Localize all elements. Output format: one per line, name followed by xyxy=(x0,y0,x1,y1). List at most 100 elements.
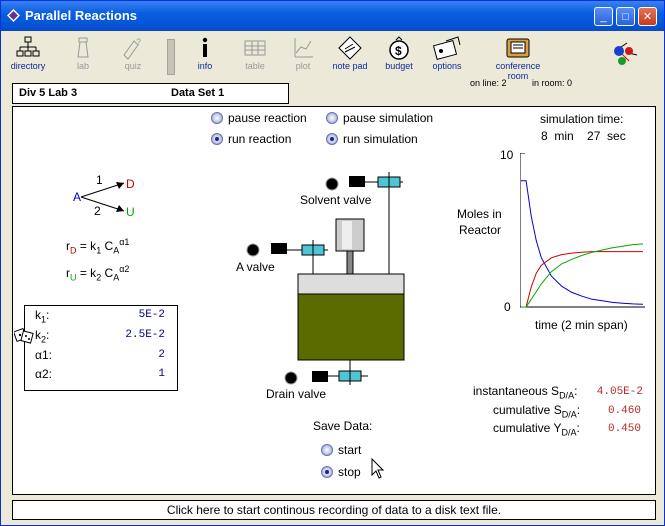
series-line-1 xyxy=(521,180,644,305)
svg-text:?: ? xyxy=(136,37,141,47)
toolbar-info[interactable]: info xyxy=(191,35,219,71)
toolbar-label: quiz xyxy=(124,61,142,71)
product-d: D xyxy=(126,177,135,191)
toolbar-quiz: ? quiz xyxy=(115,35,151,71)
readout-subscript: D/A xyxy=(561,409,577,420)
rate-u-subscript: U xyxy=(70,272,77,283)
toolbar-budget[interactable]: $ budget xyxy=(381,35,417,71)
radio-label: stop xyxy=(338,465,361,479)
maximize-button[interactable]: □ xyxy=(616,7,635,26)
record-data-bar[interactable]: Click here to start continous recording … xyxy=(12,500,656,520)
toolbar-label: conference room xyxy=(495,61,541,81)
conference-room-icon xyxy=(506,38,530,58)
radio-dot xyxy=(321,444,333,456)
conc-subscript: A xyxy=(113,245,120,256)
budget-icon: $ xyxy=(389,36,409,60)
toolbar-directory[interactable]: directory xyxy=(7,35,49,71)
toolbar-label: directory xyxy=(10,61,46,71)
radio-label: pause reaction xyxy=(228,111,307,125)
k2-subscript: 2 xyxy=(96,272,102,283)
radio-label: run simulation xyxy=(343,132,418,146)
k1-subscript: 1 xyxy=(96,245,102,256)
toolbar-label: lab xyxy=(76,61,89,71)
plot-ylabel-line1: Moles in xyxy=(457,207,502,221)
radio-dot xyxy=(326,112,338,124)
radio-label: pause simulation xyxy=(343,111,434,125)
save-data-label: Save Data: xyxy=(313,419,373,433)
reaction-scheme-arrows xyxy=(80,182,125,212)
simulation-time-value: 8 min 27 sec xyxy=(541,129,626,143)
param-label: α2 xyxy=(35,367,49,381)
online-count: on line: 2 xyxy=(470,78,507,88)
quiz-icon: ? xyxy=(123,37,141,60)
rate-d-subscript: D xyxy=(70,245,77,256)
toolbar-label: budget xyxy=(385,61,413,71)
minimize-button[interactable]: _ xyxy=(594,7,613,26)
radio-label: start xyxy=(338,443,362,457)
mouse-cursor-icon xyxy=(371,458,385,479)
param-subscript: 1 xyxy=(41,314,47,325)
param-suffix: : xyxy=(48,348,52,362)
product-u: U xyxy=(126,205,135,219)
alpha2-value: 1 xyxy=(158,368,165,380)
param-label: k xyxy=(35,328,41,342)
plot-ymin-label: 0 xyxy=(504,300,511,314)
plot-ylabel-line2: Reactor xyxy=(459,223,502,237)
plot-ymax-label: 10 xyxy=(500,148,514,162)
simulation-panel: pause reaction run reaction pause simula… xyxy=(12,106,656,495)
radio-label: run reaction xyxy=(228,132,292,146)
readout-label: cumulative S xyxy=(493,403,562,417)
table-icon xyxy=(244,40,266,56)
instantaneous-selectivity-label: instantaneous SD/A: xyxy=(473,384,578,401)
param-suffix: : xyxy=(46,328,50,342)
radio-dot xyxy=(211,112,223,124)
svg-text:$: $ xyxy=(395,44,402,58)
toolbar-table: table xyxy=(237,35,273,71)
reactant-a: A xyxy=(73,190,82,204)
drain-valve-label[interactable]: Drain valve xyxy=(266,387,327,401)
info-icon xyxy=(202,37,208,57)
alpha2-exponent: α2 xyxy=(119,264,130,274)
title-bar[interactable]: Parallel Reactions _ □ ✕ xyxy=(1,1,664,31)
options-icon xyxy=(432,36,461,60)
simulation-time-label: simulation time: xyxy=(540,112,624,126)
path-2-label: 2 xyxy=(94,204,101,218)
param-label: α1 xyxy=(35,348,49,362)
plot-icon xyxy=(294,38,313,58)
toolbar-label: options xyxy=(432,61,462,71)
toolbar: directory lab ? quiz info table xyxy=(1,31,664,81)
toolbar-options[interactable]: options xyxy=(427,35,467,71)
parameters-box: k1: k2: α1: α2: 5E-2 2.5E-2 2 1 xyxy=(24,305,178,391)
param-subscript: 2 xyxy=(41,334,47,345)
rate-equation-u: rU = k2 CAα2 xyxy=(66,264,130,283)
conc-subscript: A xyxy=(113,272,120,283)
lab-icon xyxy=(77,37,89,58)
param-suffix: : xyxy=(48,367,52,381)
toolbar-separator xyxy=(167,39,175,75)
alpha2-label: α2: xyxy=(35,367,52,381)
toolbar-notepad[interactable]: note pad xyxy=(329,35,371,71)
toolbar-plot: plot xyxy=(287,35,319,71)
readout-label: instantaneous S xyxy=(473,384,560,398)
readout-subscript: D/A xyxy=(561,427,577,438)
toolbar-label: info xyxy=(197,61,213,71)
a-valve-label[interactable]: A valve xyxy=(236,260,275,274)
series-line-3 xyxy=(521,243,644,308)
toolbar-lab: lab xyxy=(65,35,101,71)
toolbar-conference-room[interactable]: conference room xyxy=(487,35,549,81)
close-button[interactable]: ✕ xyxy=(638,7,657,26)
molecule-logo-icon xyxy=(614,42,638,65)
radio-dot-selected xyxy=(326,133,338,145)
readout-subscript: D/A xyxy=(559,390,575,401)
alpha1-value: 2 xyxy=(158,349,165,361)
app-icon xyxy=(7,9,20,22)
param-suffix: : xyxy=(46,308,50,322)
instantaneous-selectivity-value: 4.05E-2 xyxy=(596,386,643,398)
plot-xlabel: time (2 min span) xyxy=(535,318,628,332)
dice-icon[interactable] xyxy=(14,328,34,344)
data-set-name: Data Set 1 xyxy=(171,87,225,99)
rate-equation-d: rD = k1 CAα1 xyxy=(66,237,130,256)
solvent-valve-label[interactable]: Solvent valve xyxy=(300,193,372,207)
toolbar-label: plot xyxy=(295,61,311,71)
